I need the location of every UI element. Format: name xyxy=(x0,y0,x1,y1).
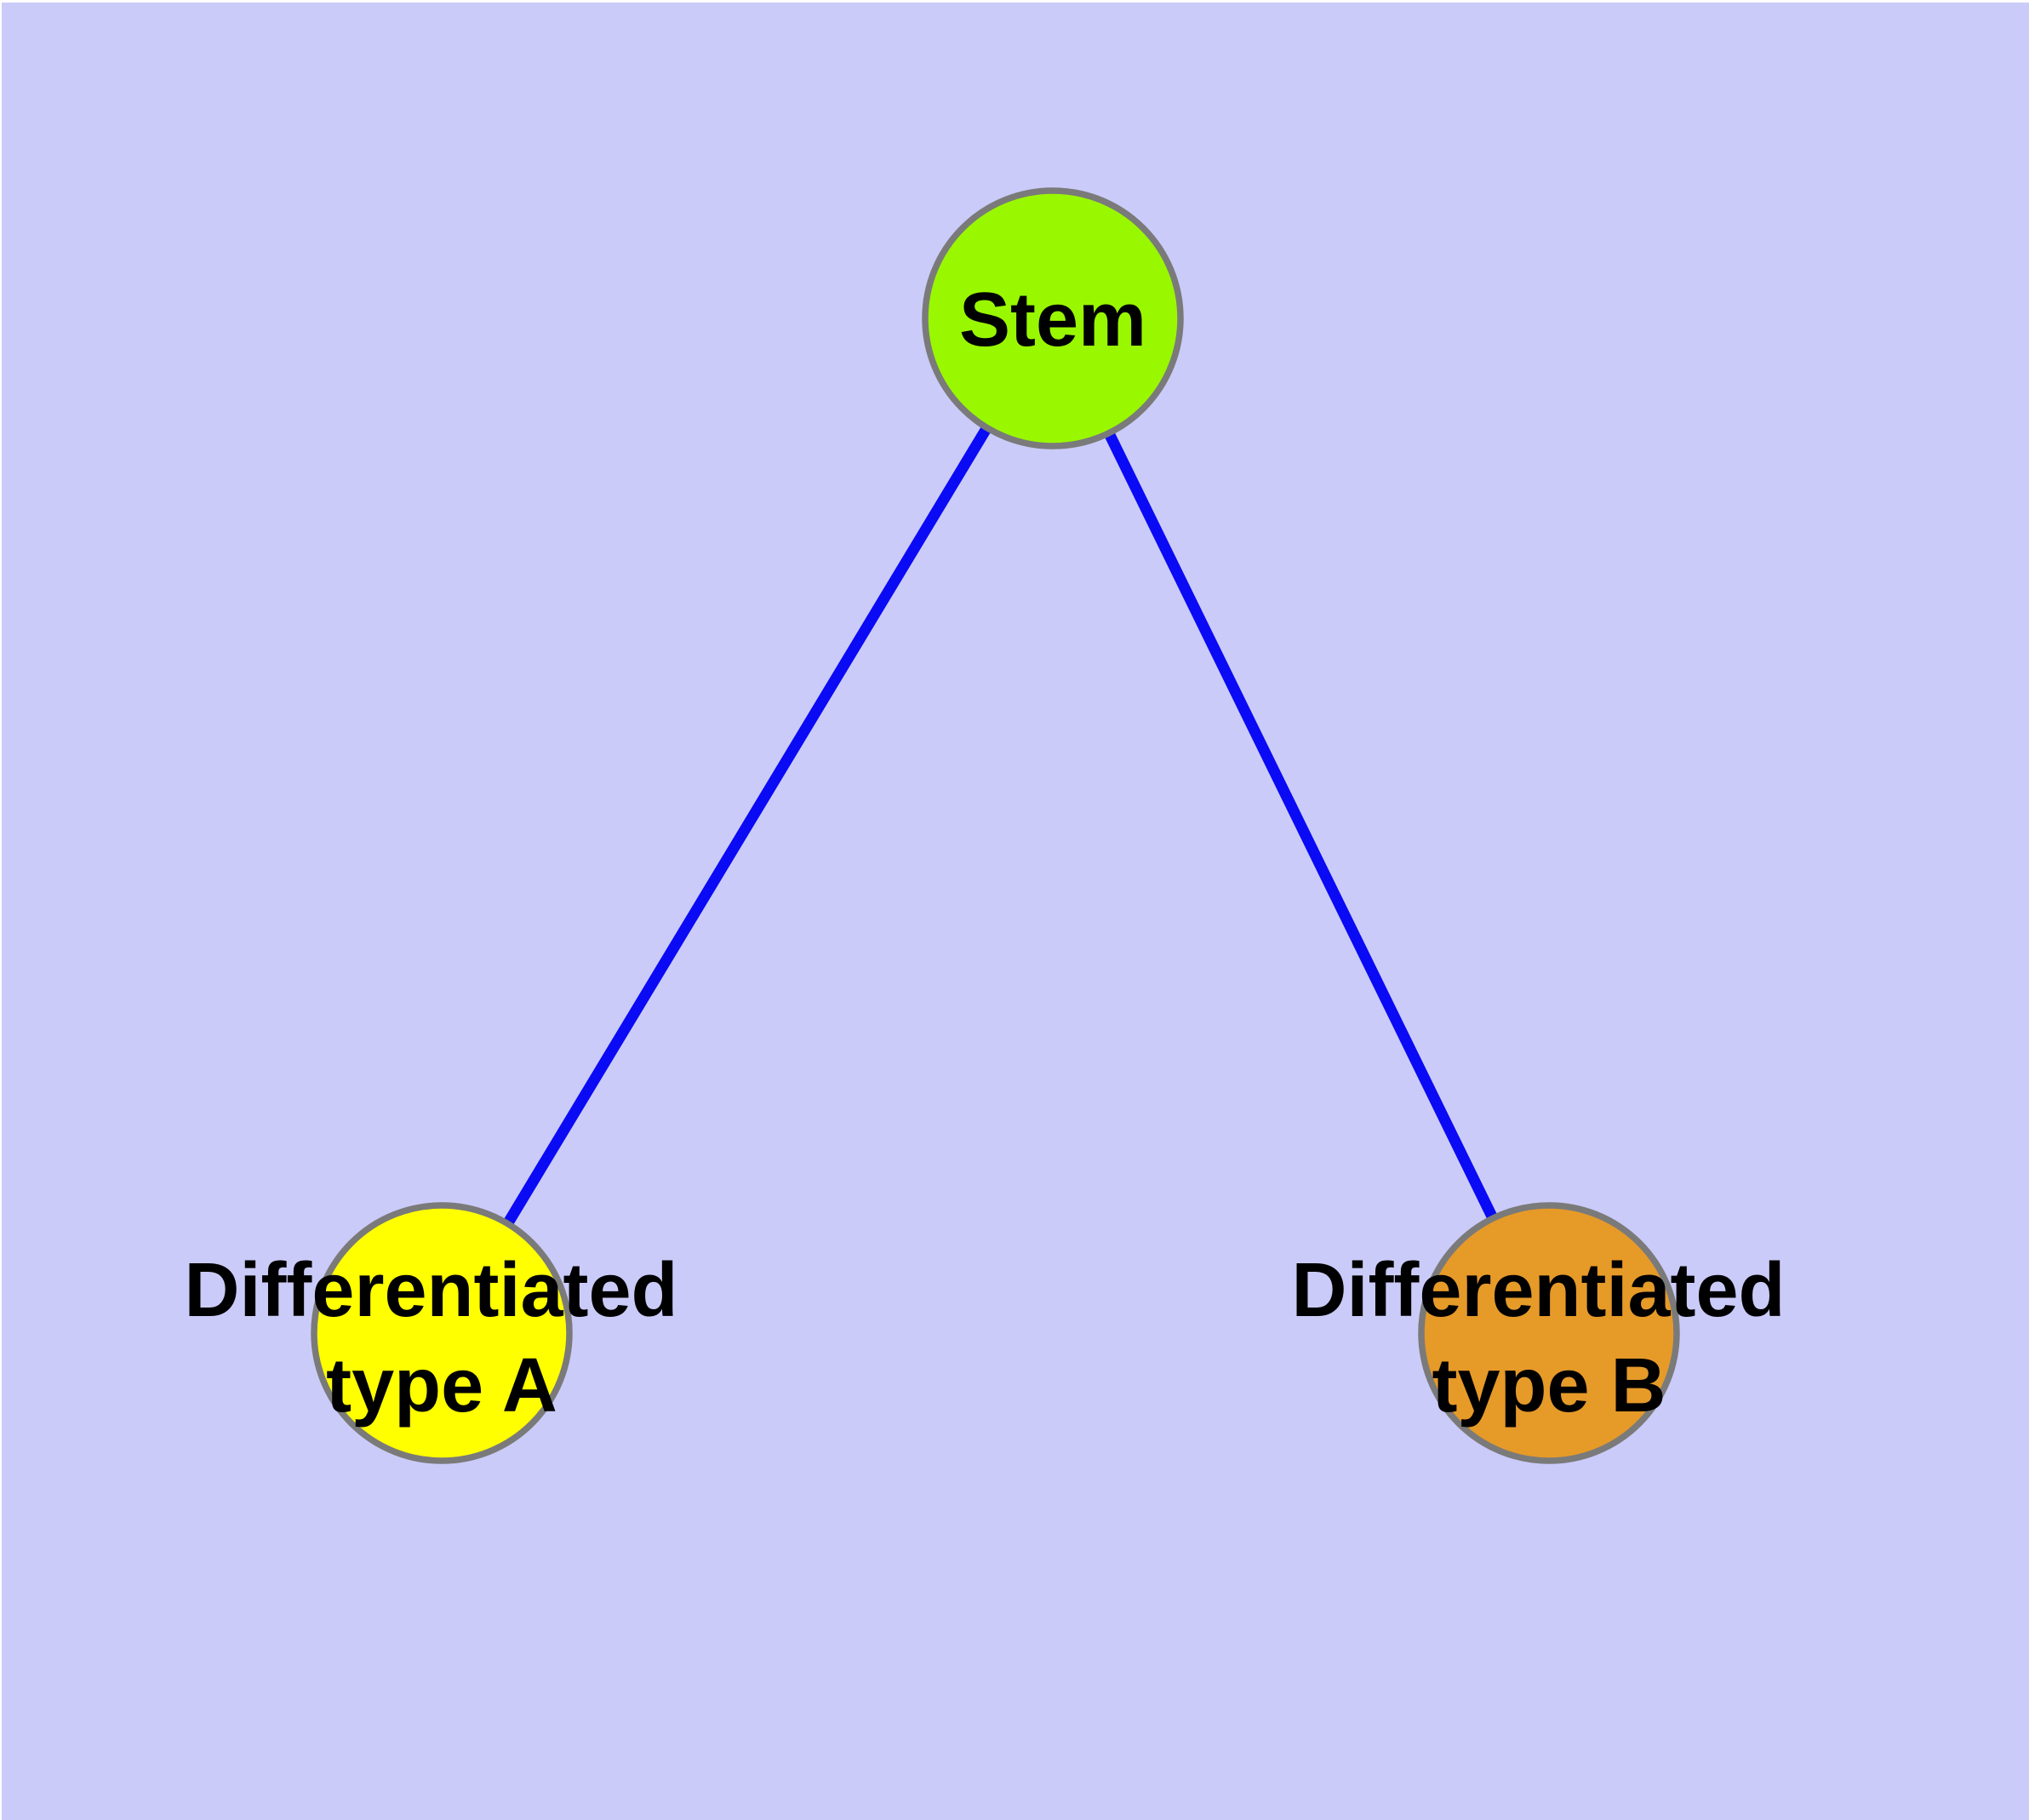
node-differentiated-type-b xyxy=(1418,1202,1680,1464)
node-stem-label: Stem xyxy=(959,278,1146,363)
node-differentiated-type-a-label: Differentiated type A xyxy=(184,1248,699,1428)
edge-stem-to-type-a xyxy=(437,315,1058,1336)
node-differentiated-type-b-label-line2: type B xyxy=(1432,1343,1666,1428)
node-differentiated-type-a xyxy=(311,1202,573,1464)
edge-stem-to-type-b xyxy=(1048,316,1554,1336)
node-differentiated-type-a-label-line1: Differentiated xyxy=(184,1248,677,1333)
node-differentiated-type-a-label-line2: type A xyxy=(326,1343,557,1428)
node-differentiated-type-b-label: Differentiated type B xyxy=(1291,1248,1806,1428)
node-differentiated-type-b-label-line1: Differentiated xyxy=(1291,1248,1785,1333)
node-stem xyxy=(922,187,1184,449)
